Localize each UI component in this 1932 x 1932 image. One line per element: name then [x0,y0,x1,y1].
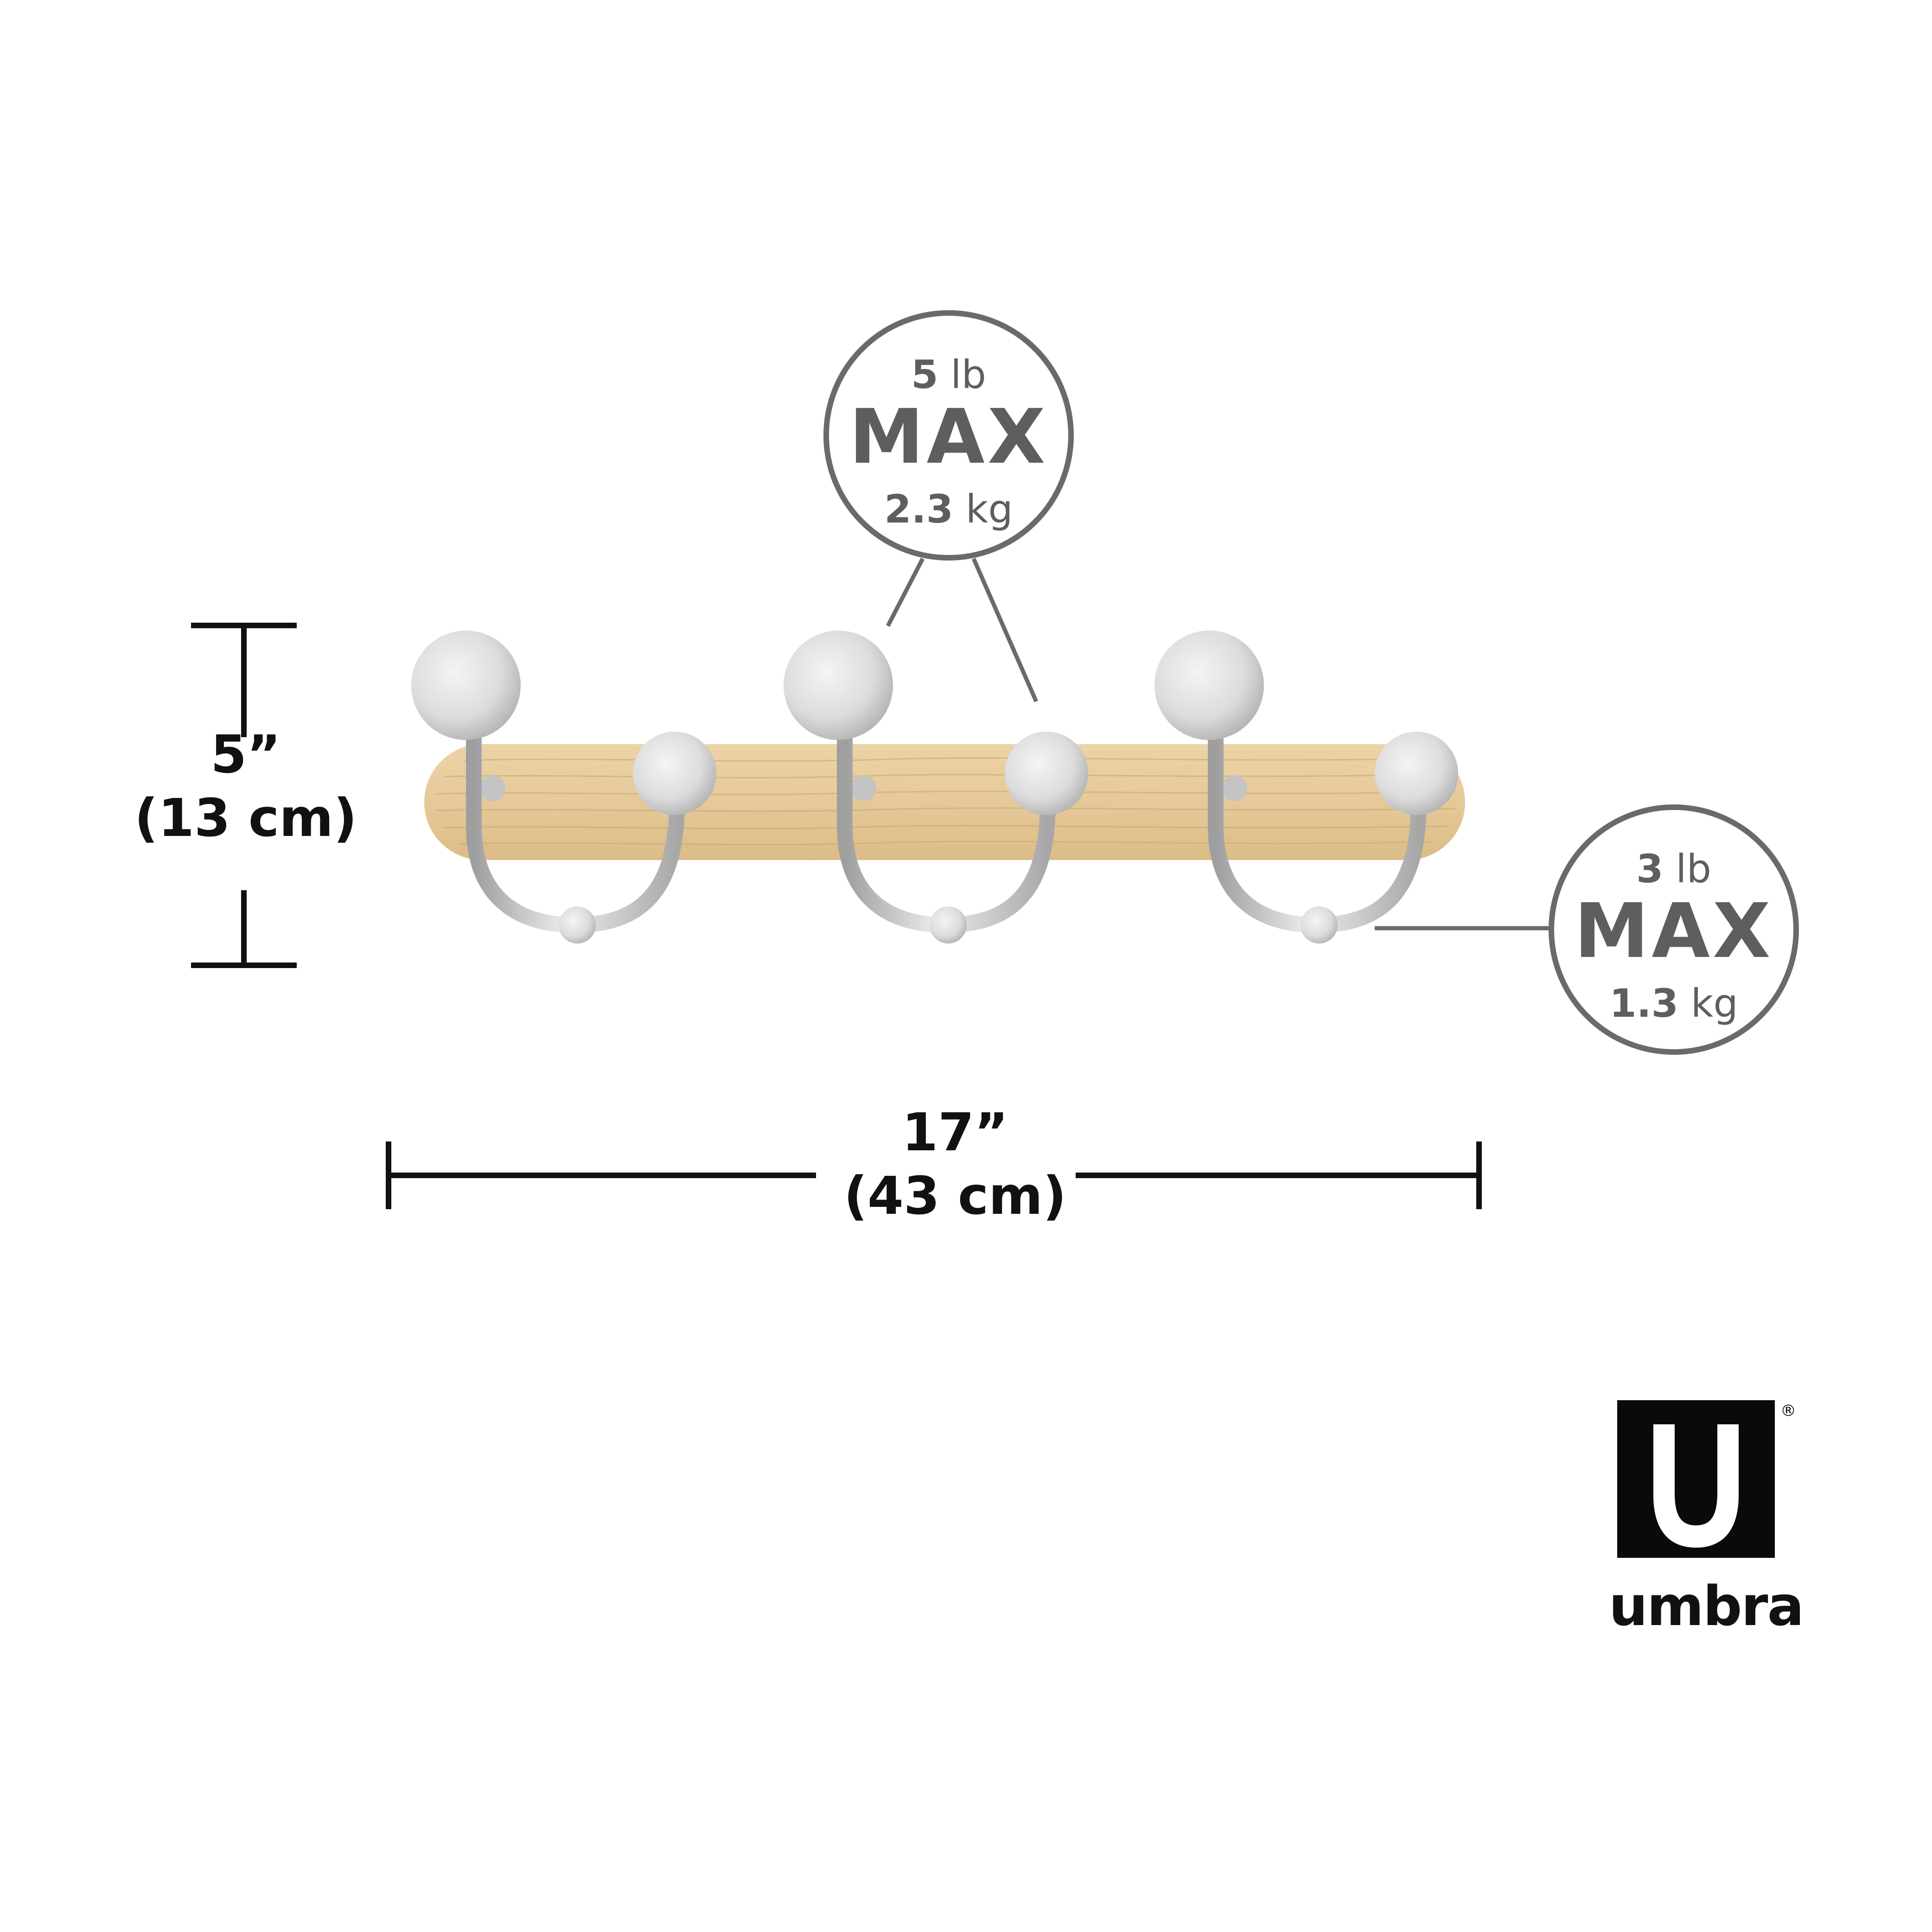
bottom-hook-kg-row: 1.3 kg [1554,981,1793,1026]
top-hook-kg-unit: kg [965,486,1013,532]
width-dimension [386,1141,1482,1209]
top-hook-kg-row: 2.3 kg [829,486,1068,532]
hook-2 [784,631,1088,944]
hook-2-side-knob [1005,732,1088,815]
hook-2-mount [850,775,876,801]
bottom-hook-lb-unit: lb [1676,846,1711,892]
top-hook-lb-value: 5 [911,352,938,397]
hook-3-side-knob [1375,732,1458,815]
width-dimension-label: 17” (43 cm) [788,1101,1122,1228]
bottom-hook-max-label: MAX [1574,888,1773,975]
umbra-logo-u [1653,1424,1739,1548]
top-hook-lb-row: 5 lb [829,352,1068,397]
top-hook-leader-left [886,557,925,627]
hook-3-bottom-ball [1301,906,1338,944]
hook-3-mount [1221,775,1247,801]
hook-1-mount [479,775,505,801]
hook-2-top-knob [784,631,893,740]
height-metric: (13 cm) [134,788,357,848]
top-hook-leader-right [971,558,1039,702]
bottom-hook-lb-value: 3 [1636,846,1664,892]
umbra-registered-mark: ® [1780,1402,1796,1420]
top-hook-lb-unit: lb [950,352,986,397]
bottom-hook-kg-unit: kg [1690,981,1738,1026]
hook-1 [411,631,716,944]
height-imperial: 5” [210,725,281,785]
top-hook-max-label: MAX [849,394,1048,481]
top-hook-load-badge: 5 lb MAX 2.3 kg [823,310,1074,561]
bottom-hook-load-badge: 3 lb MAX 1.3 kg [1549,804,1799,1055]
umbra-wordmark: umbra [1609,1574,1804,1638]
wood-board [424,744,1465,860]
bottom-hook-kg-value: 1.3 [1609,981,1679,1026]
hook-1-top-knob [411,631,521,740]
hook-1-side-knob [633,732,716,815]
wood-grain [435,757,1456,846]
hook-1-bottom-ball [559,906,596,944]
hook-3 [1154,631,1458,944]
callout-leaders [886,557,1553,931]
height-dimension [191,623,297,968]
height-dimension-label: 5” (13 cm) [125,723,366,850]
hook-2-bottom-ball [930,906,967,944]
top-hook-kg-value: 2.3 [884,486,954,532]
hook-3-top-knob [1154,631,1264,740]
bottom-hook-lb-row: 3 lb [1554,846,1793,892]
width-metric: (43 cm) [843,1166,1067,1226]
umbra-logo-mark: ® [1617,1400,1796,1558]
width-imperial: 17” [902,1103,1008,1163]
